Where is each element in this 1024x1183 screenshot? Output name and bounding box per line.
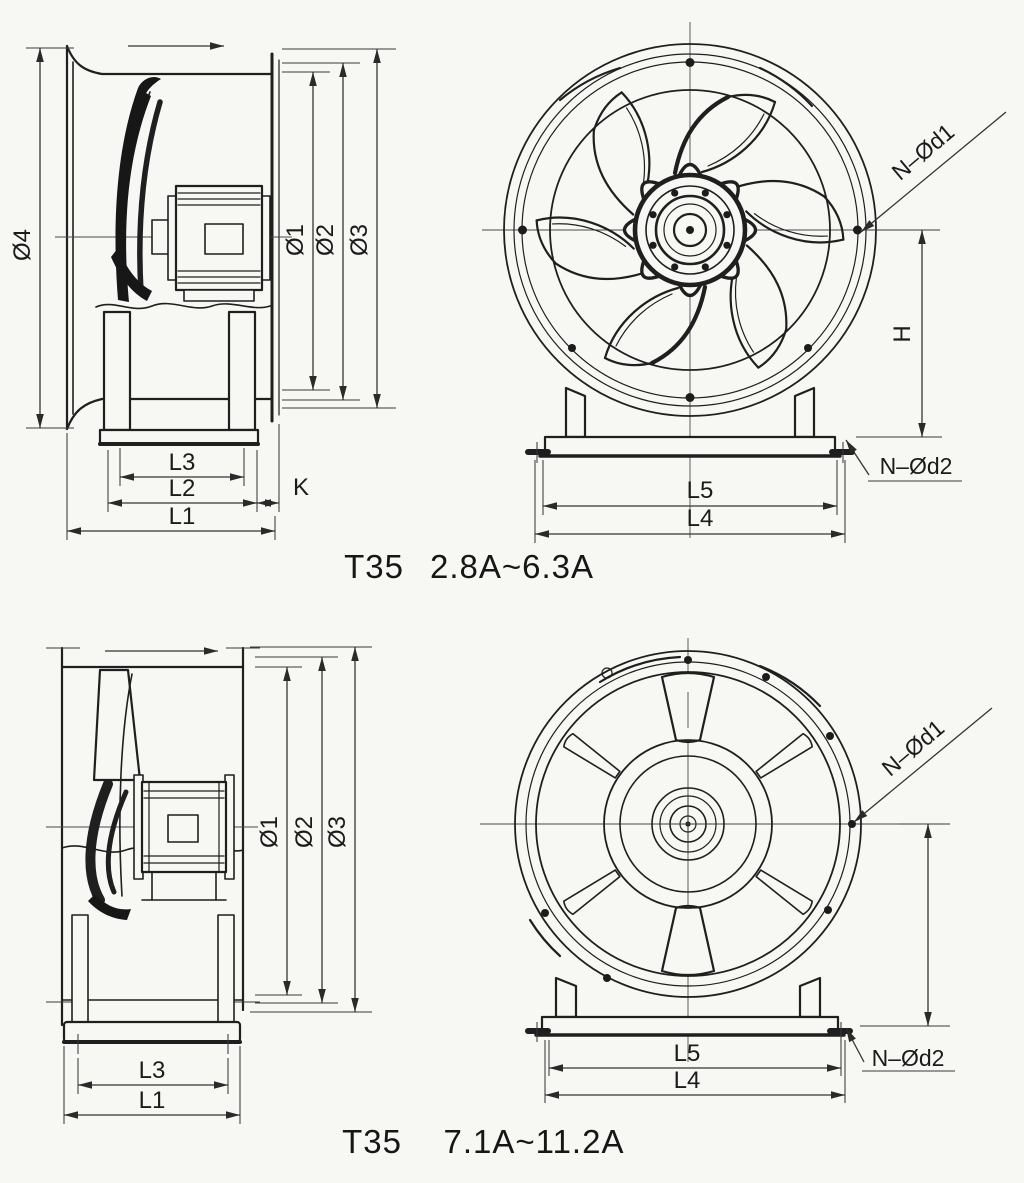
l5-label: L5	[674, 1040, 701, 1067]
dia1-label: Ø1	[282, 224, 309, 256]
flange-hole-open	[601, 667, 613, 679]
l4-label: L4	[687, 505, 714, 532]
motor-foot	[183, 289, 255, 302]
dim-k: K	[257, 424, 309, 512]
l4-label: L4	[674, 1067, 701, 1094]
support-structure-front	[525, 386, 855, 463]
l5-label: L5	[687, 477, 714, 504]
motor-side	[133, 774, 235, 901]
n-od1-label: N–Ød1	[887, 118, 960, 185]
support-structure-side	[62, 914, 242, 1054]
fig2-side-view: Ø1 Ø2 Ø3 L3 L1	[46, 646, 372, 1124]
l1-label: L1	[139, 1087, 166, 1114]
n-od1-label: N–Ød1	[877, 714, 950, 781]
support-structure-side	[98, 310, 260, 446]
dim-l3: L3	[77, 1057, 229, 1094]
dim-l1: L1	[63, 1046, 241, 1124]
leader-n-od1: N–Ød1	[853, 707, 993, 823]
dim-dia1: Ø1	[282, 71, 330, 391]
leader-n-od1: N–Ød1	[860, 111, 1007, 233]
fig1-model: T35	[344, 548, 404, 585]
dim-dia2: Ø2	[282, 62, 360, 401]
motor-side	[167, 184, 271, 302]
fig1-title: T35 2.8A~6.3A	[344, 548, 594, 585]
dim-l2: L2	[107, 450, 258, 512]
l3-label: L3	[139, 1057, 166, 1084]
dia2-label: Ø2	[291, 816, 318, 848]
n-od2-label: N–Ød2	[872, 1045, 945, 1071]
k-label: K	[293, 474, 309, 501]
fig1-canvas: Ø4 Ø1 Ø2 Ø3 L3	[9, 22, 1007, 585]
hub-front	[632, 172, 748, 288]
section-break-line	[95, 302, 271, 310]
l3-label: L3	[169, 449, 196, 476]
support-structure-front	[525, 976, 853, 1042]
dim-l1: L1	[66, 433, 276, 540]
figure-t35-2.8-6.3: Ø4 Ø1 Ø2 Ø3 L3	[9, 22, 1007, 585]
dim-dia2: Ø2	[255, 656, 338, 1004]
fig2-model: T35	[342, 1123, 402, 1160]
dia3-label: Ø3	[324, 816, 351, 848]
dim-dia4: Ø4	[9, 47, 74, 429]
dim-dia3: Ø3	[282, 48, 396, 409]
dia1-label: Ø1	[256, 816, 283, 848]
fig1-side-view: Ø4 Ø1 Ø2 Ø3 L3	[9, 42, 396, 540]
fan-casing	[65, 44, 280, 431]
leader-n-od2: N–Ød2	[845, 439, 962, 482]
dia4-label: Ø4	[9, 229, 36, 261]
impeller-front	[535, 91, 845, 369]
dim-center-to-base	[860, 823, 950, 1027]
fig1-range: 2.8A~6.3A	[430, 548, 594, 585]
dim-l5: L5	[548, 1040, 842, 1076]
dim-l5: L5	[542, 460, 838, 515]
hub-front	[603, 739, 773, 909]
leader-n-od2: N–Ød2	[845, 1027, 955, 1072]
dia3-label: Ø3	[346, 224, 373, 256]
impeller-front	[563, 671, 813, 977]
fig2-title: T35 7.1A~11.2A	[342, 1123, 625, 1160]
dim-dia1: Ø1	[255, 666, 302, 996]
fig2-front-view: N–Ød1 L5 L4 N–Ød2	[480, 638, 993, 1103]
flange-bolt-holes	[541, 656, 856, 982]
motor-terminal-box	[204, 223, 244, 255]
l1-label: L1	[169, 503, 196, 530]
fig1-front-view: N–Ød1 H L5 L4 N–Ød2	[482, 22, 1007, 543]
dim-l4: L4	[544, 1040, 846, 1103]
motor-terminal-box	[167, 814, 199, 843]
impeller-side-silhouette	[85, 668, 142, 920]
n-od2-label: N–Ød2	[880, 453, 953, 479]
dia2-label: Ø2	[312, 224, 339, 256]
fig2-canvas: Ø1 Ø2 Ø3 L3 L1	[46, 638, 993, 1160]
hub-bolts	[649, 189, 731, 271]
dim-h: H	[856, 229, 942, 438]
fig2-range: 7.1A~11.2A	[444, 1123, 625, 1160]
l2-label: L2	[169, 475, 196, 502]
dim-l3: L3	[119, 448, 245, 486]
h-label: H	[889, 325, 916, 342]
flange-bolt-holes	[518, 58, 862, 402]
impeller-side-silhouette	[111, 77, 163, 302]
figure-t35-7.1-11.2: Ø1 Ø2 Ø3 L3 L1	[0, 610, 1024, 1183]
dim-dia3: Ø3	[250, 646, 372, 1013]
dim-l4: L4	[534, 460, 846, 543]
